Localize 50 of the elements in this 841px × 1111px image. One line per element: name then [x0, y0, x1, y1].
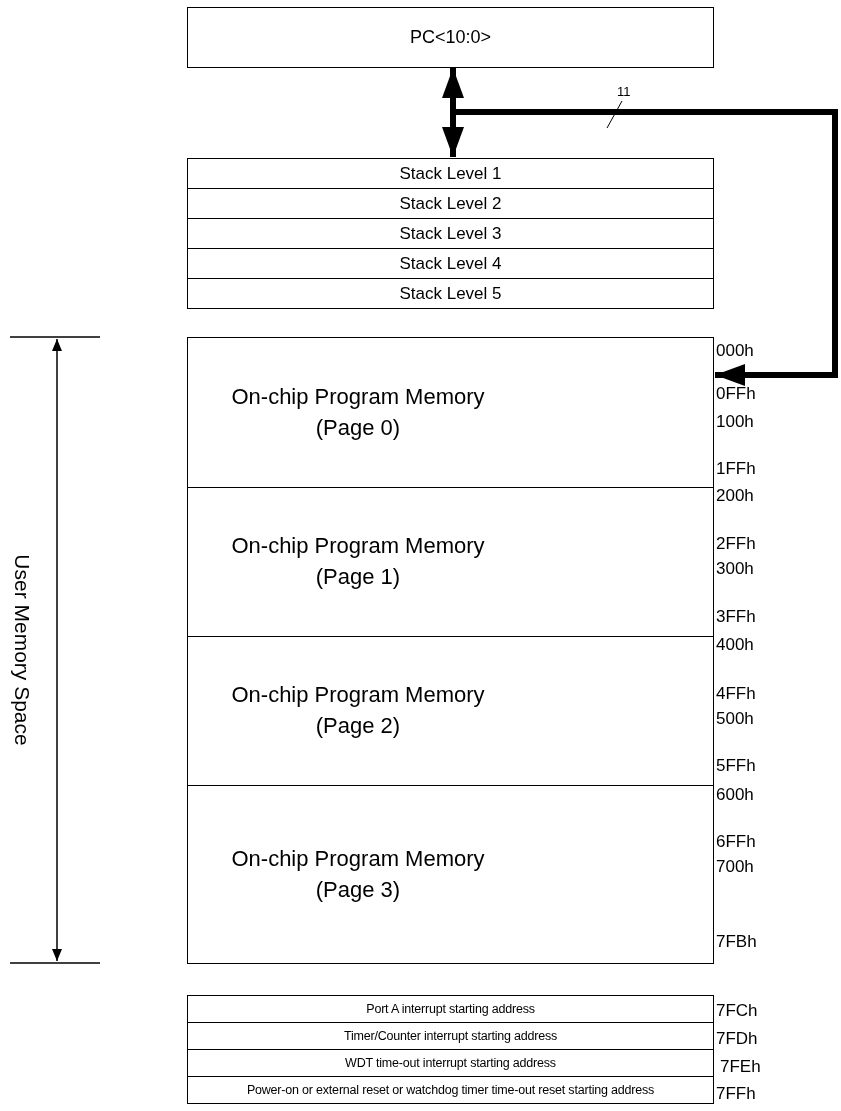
stack-level-label: Stack Level 4	[399, 253, 502, 274]
memory-page-box	[187, 636, 714, 786]
stack-level-row	[187, 248, 714, 279]
address-label: 6FFh	[716, 832, 756, 852]
address-label: 7FCh	[716, 1001, 758, 1021]
address-label: 7FFh	[716, 1084, 756, 1104]
stack-level-label: Stack Level 1	[399, 163, 502, 184]
address-label: 100h	[716, 412, 754, 432]
memory-page-box	[187, 337, 714, 488]
address-label: 7FEh	[720, 1057, 761, 1077]
stack-level-row	[187, 188, 714, 219]
address-label: 000h	[716, 341, 754, 361]
vector-label: Timer/Counter interrupt starting address	[343, 1029, 558, 1043]
address-label: 700h	[716, 857, 754, 877]
vector-label: Power-on or external reset or watchdog timer time-out reset starting address	[246, 1083, 655, 1097]
memory-page-label: On-chip Program Memory (Page 0)	[230, 382, 486, 442]
address-label: 4FFh	[716, 684, 756, 704]
address-label: 3FFh	[716, 607, 756, 627]
vector-label: Port A interrupt starting address	[366, 1002, 535, 1016]
vector-row	[187, 1049, 714, 1077]
vector-row	[187, 1076, 714, 1104]
stack-level-label: Stack Level 2	[399, 193, 502, 214]
address-label: 600h	[716, 785, 754, 805]
register-box	[187, 7, 714, 68]
register-label: PC<10:0>	[409, 27, 492, 48]
axis-label: User Memory Space	[10, 554, 34, 746]
address-label: 7FBh	[716, 932, 757, 952]
memory-page-box	[187, 785, 714, 964]
vector-row	[187, 995, 714, 1023]
address-label: 0FFh	[716, 384, 756, 404]
address-label: 1FFh	[716, 459, 756, 479]
address-label: 400h	[716, 635, 754, 655]
address-label: 2FFh	[716, 534, 756, 554]
stack-level-row	[187, 218, 714, 249]
memory-page-label: On-chip Program Memory (Page 2)	[230, 681, 486, 740]
memory-page-box	[187, 487, 714, 637]
vector-label: WDT time-out interrupt starting address	[345, 1056, 556, 1070]
memory-page-label: On-chip Program Memory (Page 1)	[230, 532, 486, 591]
stack-level-row	[187, 158, 714, 189]
vector-row	[187, 1022, 714, 1050]
stack-level-label: Stack Level 3	[399, 223, 502, 244]
memory-page-label: On-chip Program Memory (Page 3)	[230, 844, 486, 904]
stack-level-label: Stack Level 5	[399, 283, 502, 304]
address-label: 200h	[716, 486, 754, 506]
address-label: 300h	[716, 559, 754, 579]
address-label: 7FDh	[716, 1029, 758, 1049]
edge-label: 11	[617, 84, 631, 99]
stack-level-row	[187, 278, 714, 309]
address-label: 5FFh	[716, 756, 756, 776]
address-label: 500h	[716, 709, 754, 729]
